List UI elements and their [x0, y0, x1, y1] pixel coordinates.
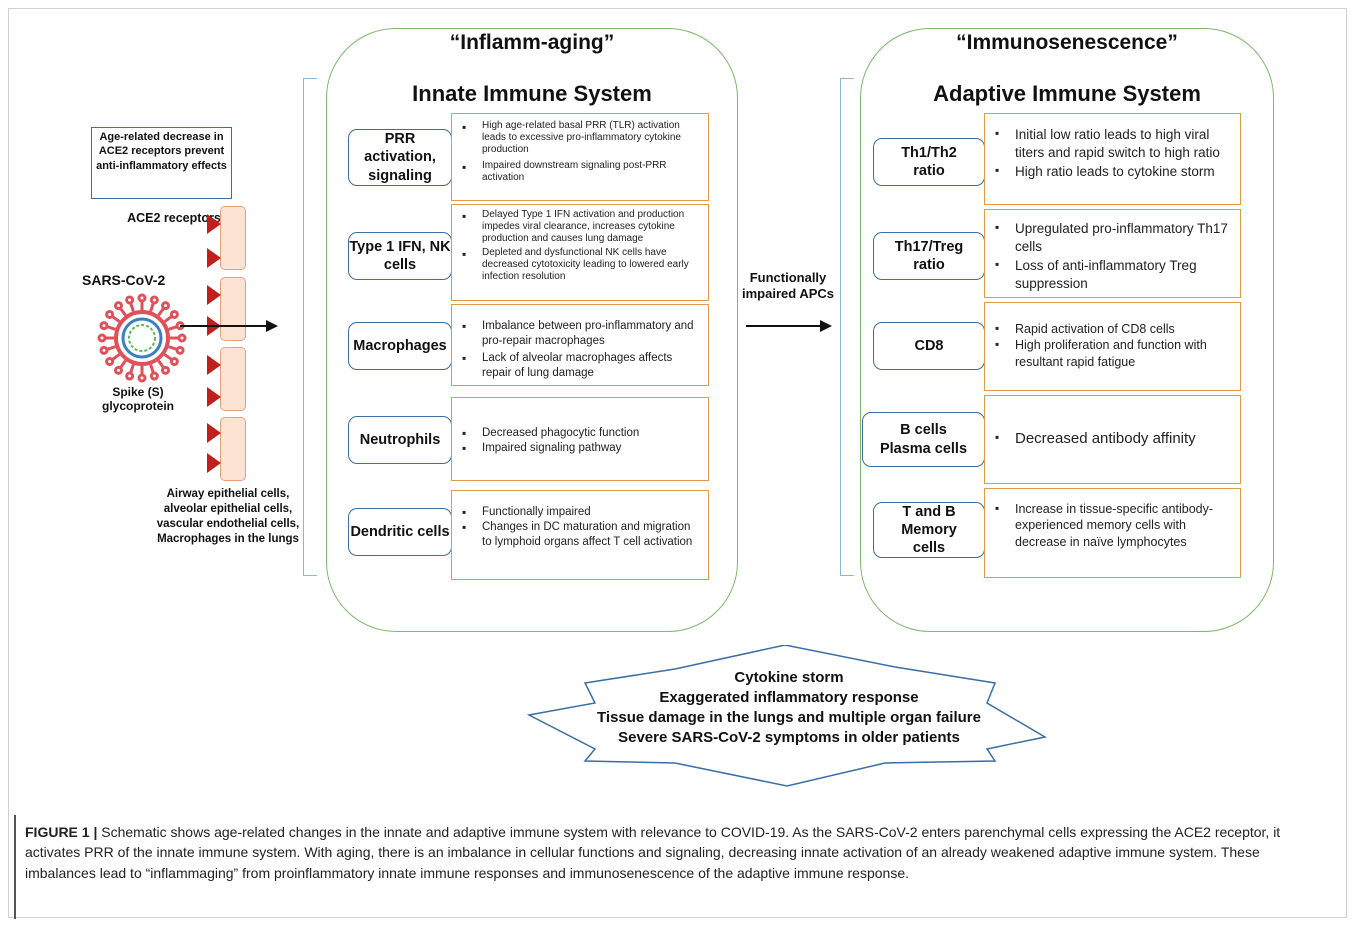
spike-tip-icon	[113, 365, 123, 375]
ace2-label: ACE2 receptors	[127, 211, 221, 225]
caption-rule	[14, 815, 16, 919]
cells-label: Airway epithelial cells, alveolar epithe…	[156, 488, 300, 545]
spike-tip-icon	[99, 345, 109, 355]
innate-panel: “Inflamm-aging” Innate Immune System	[326, 28, 738, 632]
caption-label: FIGURE 1 |	[25, 824, 98, 840]
label-memory: T and B Memory cells	[873, 502, 985, 558]
label-b-plasma: B cells Plasma cells	[862, 412, 985, 467]
sars-cov-2-virus-icon	[97, 293, 187, 383]
epithelial-cell	[220, 206, 246, 270]
apc-arrow-icon	[746, 320, 832, 332]
outcome-starburst	[526, 645, 1048, 787]
caption-text: Schematic shows age-related changes in t…	[25, 824, 1281, 881]
spike-tip-icon	[175, 345, 185, 355]
outcome-line: Exaggerated inflammatory response	[659, 689, 919, 706]
ace2-receptor-icon	[207, 423, 221, 443]
figure-frame	[8, 8, 1347, 918]
desc-macrophages: Imbalance between pro-inflammatory and p…	[451, 304, 709, 386]
outcome-text: Cytokine storm Exaggerated inflammatory …	[540, 668, 1038, 748]
label-dendritic: Dendritic cells	[348, 508, 452, 556]
spike-tip-icon	[169, 357, 179, 367]
entry-arrow-icon	[180, 320, 278, 332]
innate-quote: “Inflamm-aging”	[449, 31, 615, 54]
adaptive-panel: “Immunosenescence” Adaptive Immune Syste…	[860, 28, 1274, 632]
ace2-receptor-icon	[207, 453, 221, 473]
ace2-decrease-note: Age-related decrease in ACE2 receptors p…	[91, 127, 232, 199]
adaptive-quote: “Immunosenescence”	[956, 31, 1178, 54]
apc-label: Functionally impaired APCs	[742, 270, 834, 302]
label-macrophages: Macrophages	[348, 322, 452, 370]
desc-prr: High age-related basal PRR (TLR) activat…	[451, 113, 709, 201]
label-th17-treg: Th17/Treg ratio	[873, 232, 985, 280]
label-prr: PRR activation, signaling	[348, 129, 452, 186]
innate-bracket	[303, 78, 317, 576]
virus-label: SARS-CoV-2	[82, 272, 166, 288]
spike-tip-icon	[149, 295, 159, 305]
ace2-receptor-icon	[207, 387, 221, 407]
epithelial-cell	[220, 347, 246, 411]
spike-tip-icon	[97, 333, 107, 343]
spike-tip-icon	[137, 293, 147, 303]
desc-neutrophils: Decreased phagocytic functionImpaired si…	[451, 397, 709, 481]
desc-th1-th2: Initial low ratio leads to high viral ti…	[984, 113, 1241, 205]
adaptive-title: Adaptive Immune System	[933, 81, 1201, 106]
epithelial-cell	[220, 277, 246, 341]
spike-tip-icon	[105, 309, 115, 319]
desc-b-plasma: Decreased antibody affinity	[984, 395, 1241, 484]
spike-tip-icon	[177, 333, 187, 343]
desc-memory: Increase in tissue-specific antibody-exp…	[984, 488, 1241, 578]
outcome-line: Tissue damage in the lungs and multiple …	[597, 709, 981, 726]
desc-ifn-nk: Delayed Type 1 IFN activation and produc…	[451, 204, 709, 301]
spike-tip-icon	[149, 371, 159, 381]
outcome-line: Cytokine storm	[734, 669, 844, 686]
spike-tip-icon	[125, 295, 135, 305]
adaptive-bracket	[840, 78, 854, 576]
spike-tip-icon	[113, 301, 123, 311]
spike-tip-icon	[169, 309, 179, 319]
spike-tip-icon	[99, 321, 109, 331]
desc-th17-treg: Upregulated pro-inflammatory Th17 cellsL…	[984, 209, 1241, 298]
desc-dendritic: Functionally impairedChanges in DC matur…	[451, 490, 709, 580]
ace2-receptor-icon	[207, 285, 221, 305]
spike-tip-icon	[137, 373, 147, 383]
spike-tip-icon	[161, 301, 171, 311]
spike-tip-icon	[105, 357, 115, 367]
desc-cd8: Rapid activation of CD8 cellsHigh prolif…	[984, 302, 1241, 391]
label-cd8: CD8	[873, 322, 985, 370]
spike-tip-icon	[161, 365, 171, 375]
ace2-receptor-icon	[207, 355, 221, 375]
label-th1-th2: Th1/Th2 ratio	[873, 138, 985, 186]
ace2-receptor-icon	[207, 214, 221, 234]
epithelial-cell	[220, 417, 246, 481]
label-ifn-nk: Type 1 IFN, NK cells	[348, 232, 452, 280]
figure-caption: FIGURE 1 | Schematic shows age-related c…	[25, 822, 1330, 883]
innate-title: Innate Immune System	[412, 81, 652, 106]
outcome-line: Severe SARS-CoV-2 symptoms in older pati…	[618, 729, 960, 746]
spike-label: Spike (S) glycoprotein	[101, 385, 174, 414]
ace2-receptor-icon	[207, 248, 221, 268]
spike-tip-icon	[125, 371, 135, 381]
label-neutrophils: Neutrophils	[348, 416, 452, 464]
